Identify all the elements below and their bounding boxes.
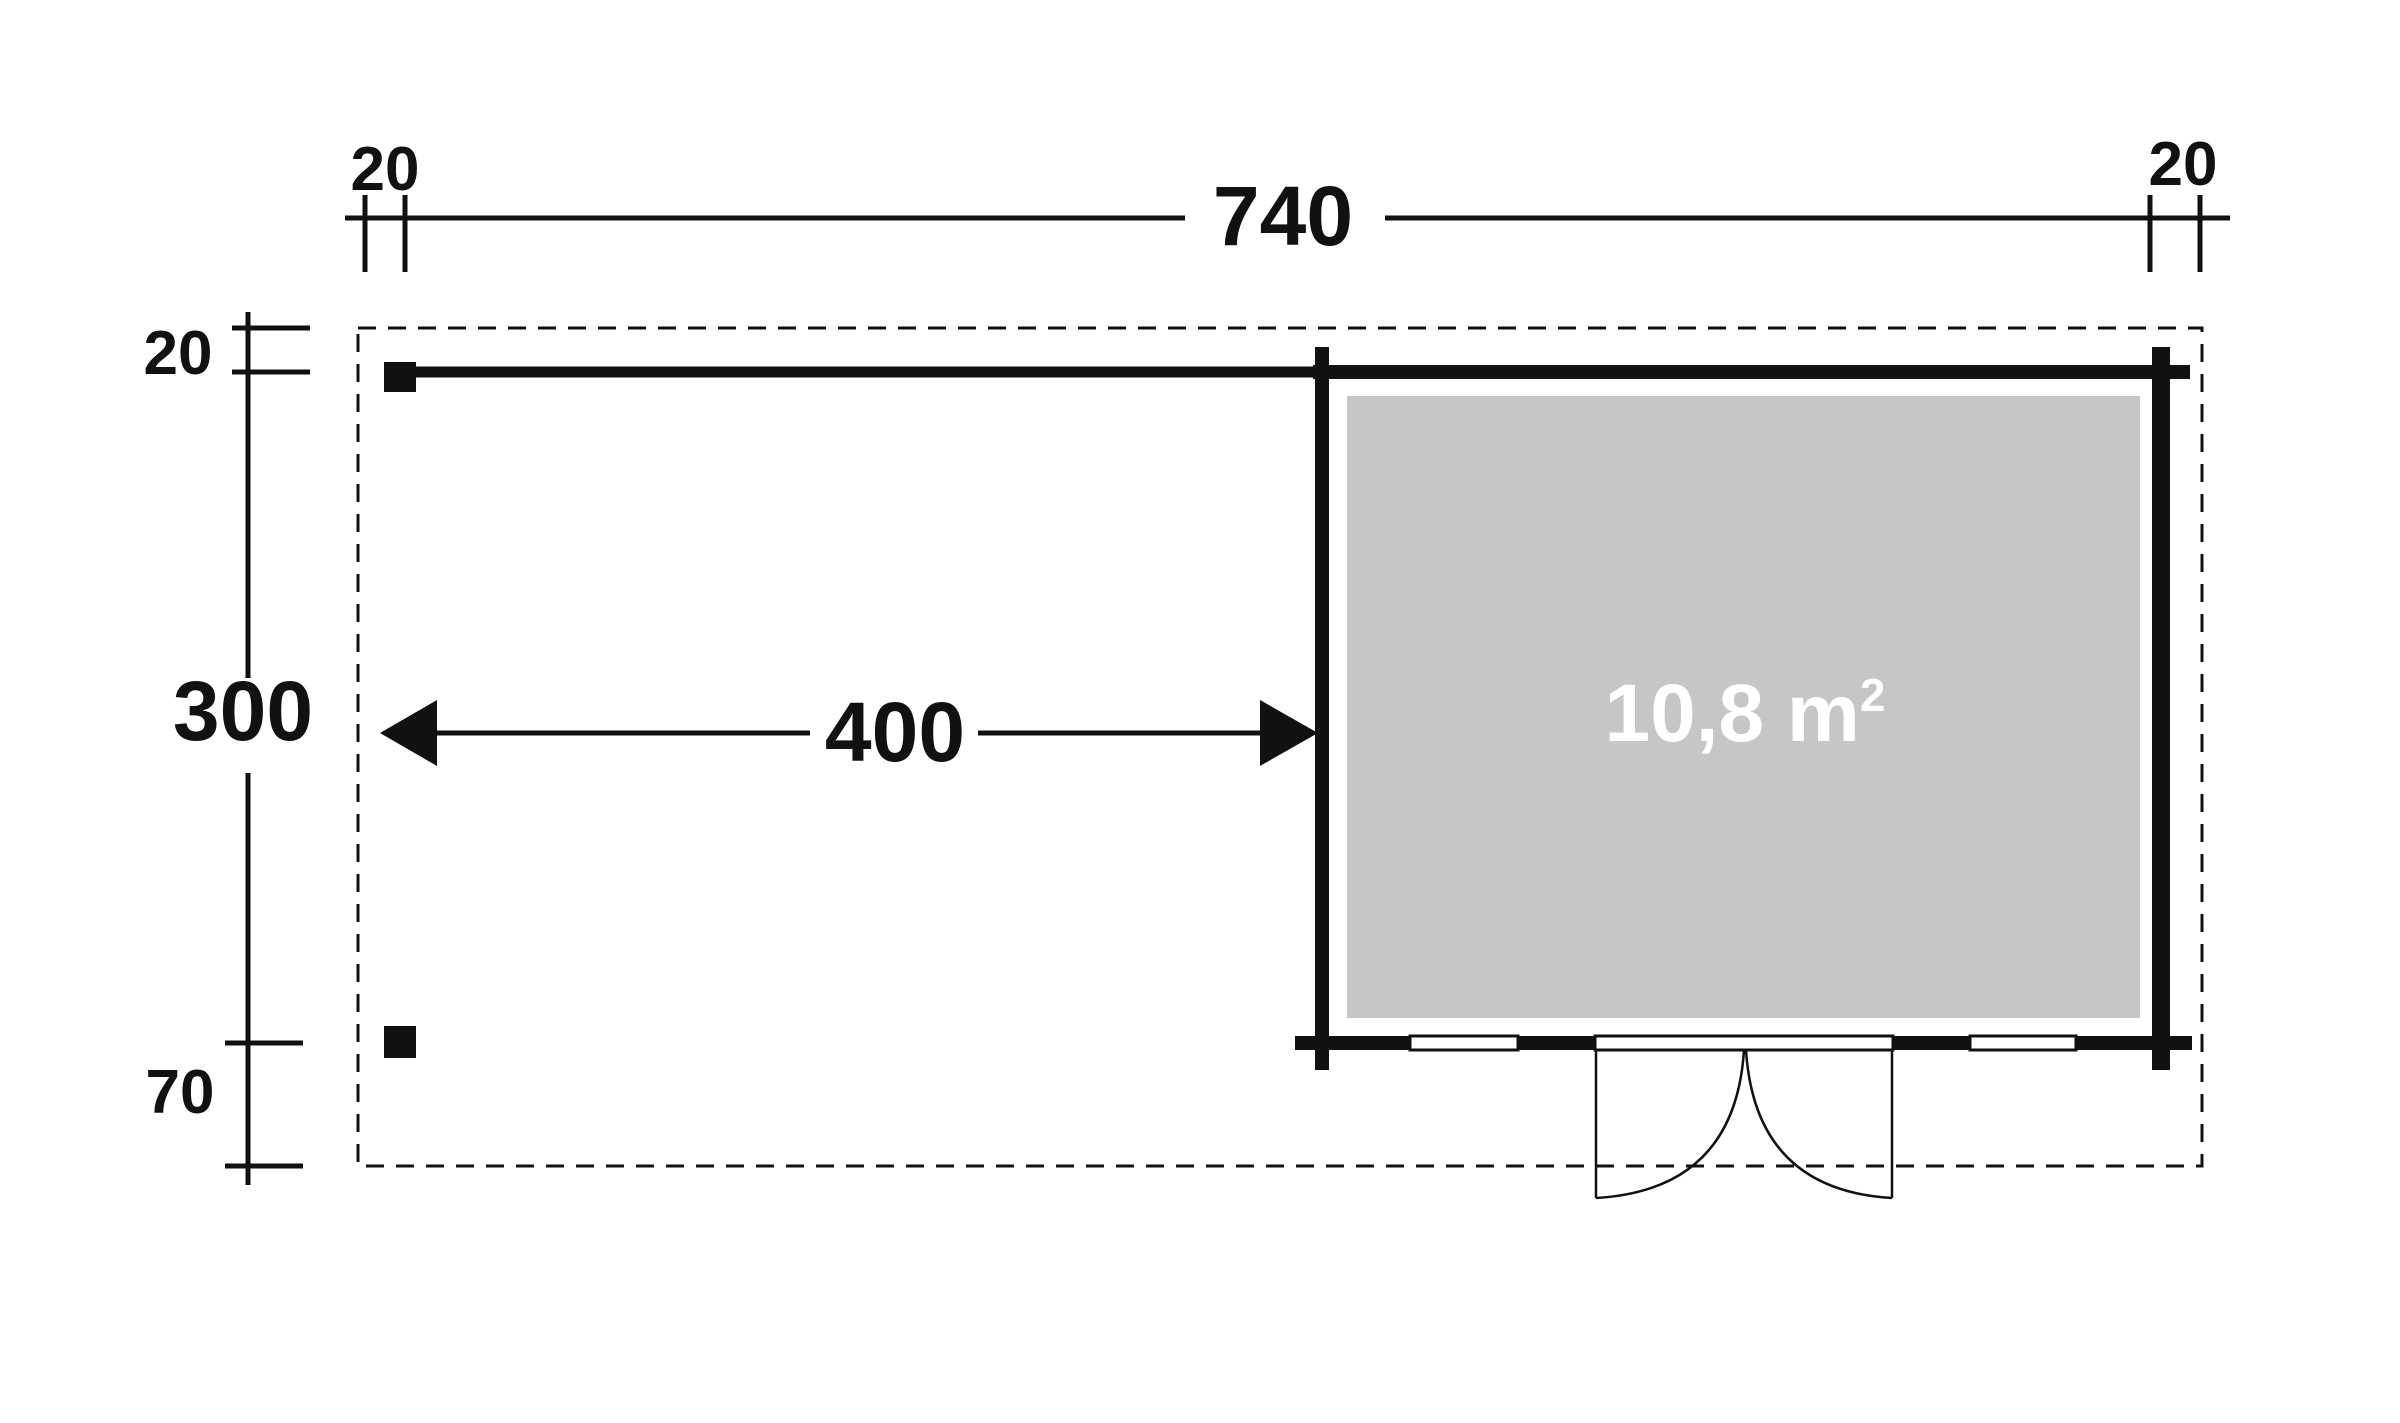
canopy-width-dimension: 400	[380, 685, 1318, 779]
roof-outline	[356, 326, 2204, 1168]
bottom-offset-label: 70	[146, 1058, 215, 1127]
canopy-post-bottom	[384, 1026, 416, 1058]
left-dimension: 20 300 70	[144, 312, 313, 1185]
door-swing-left	[1595, 1049, 1746, 1200]
room-area-superscript: 2	[1860, 669, 1886, 721]
double-door	[1594, 1049, 1894, 1200]
room-area-number: 10,8 m	[1605, 668, 1860, 759]
room-floor	[1347, 396, 2140, 1018]
arrow-left-head	[380, 700, 437, 766]
top-left-offset-label: 20	[351, 135, 420, 204]
cabin-room: 10,8 m2	[1295, 347, 2192, 1200]
top-dimension: 20 740 20	[345, 130, 2230, 272]
door-swing-right	[1744, 1049, 1893, 1200]
room-area-label: 10,8 m2	[1605, 668, 1886, 759]
canopy-width-label: 400	[825, 685, 965, 779]
top-right-offset-label: 20	[2149, 130, 2218, 199]
window-left	[1408, 1034, 1520, 1052]
arrow-right-head	[1260, 700, 1318, 766]
total-width-label: 740	[1213, 169, 1353, 263]
side-top-offset-label: 20	[144, 319, 213, 388]
door-frame	[1593, 1034, 1895, 1052]
window-right	[1968, 1034, 2078, 1052]
canopy-post-top	[384, 362, 416, 392]
depth-label: 300	[173, 664, 313, 758]
